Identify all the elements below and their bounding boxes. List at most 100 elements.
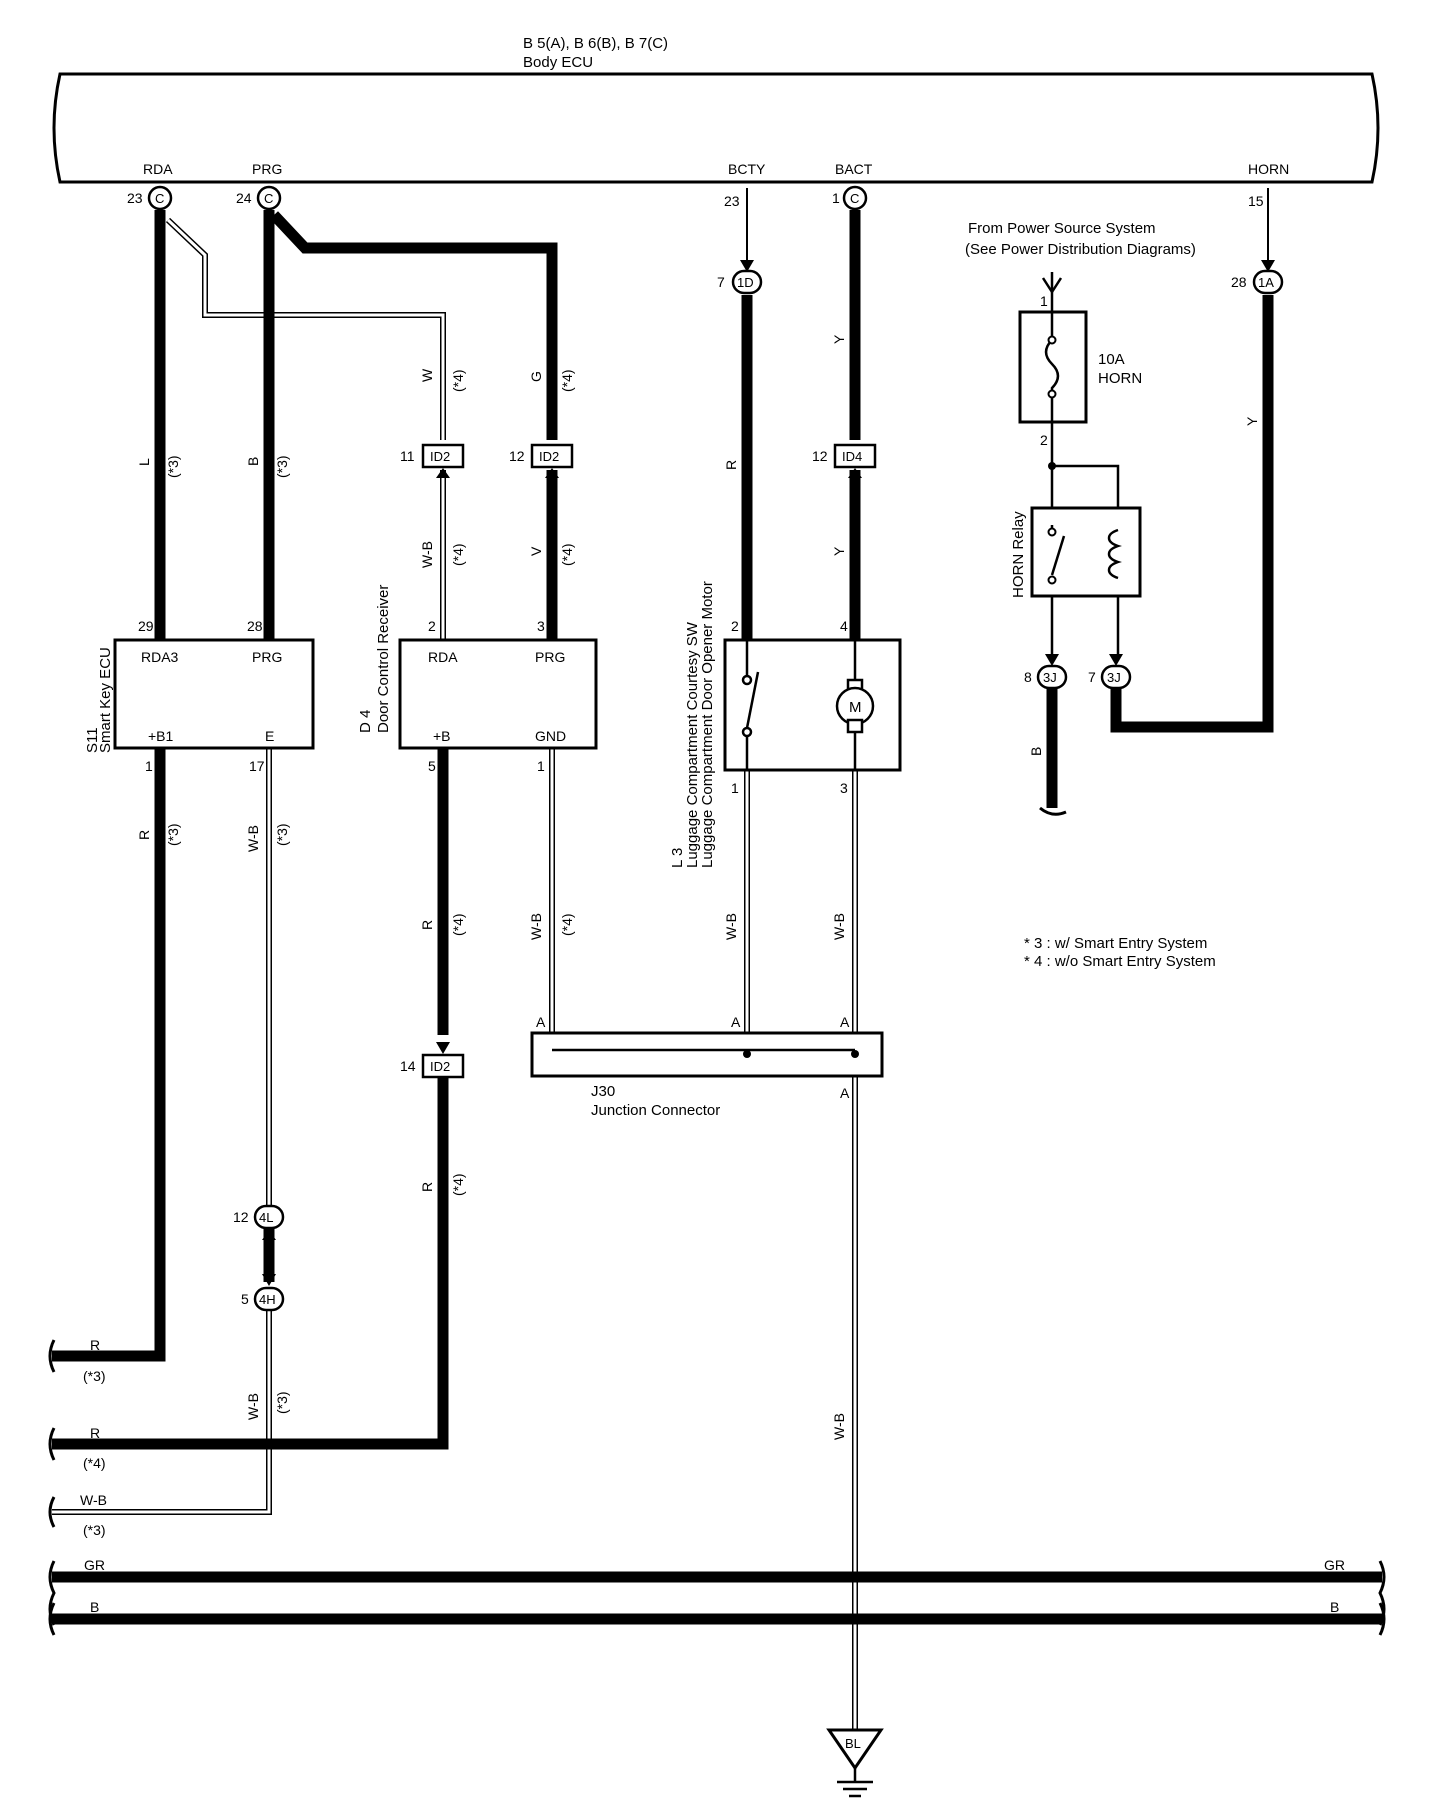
wire-label-l: L: [136, 458, 152, 466]
wire-label-y: Y: [831, 546, 847, 556]
break-mark: [48, 1427, 56, 1461]
wire-note: (*3): [274, 455, 290, 478]
luggage-compartment: L 3 Luggage Compartment Courtesy SW Lugg…: [669, 581, 902, 868]
wire-note: (*4): [83, 1455, 106, 1471]
j30-pin-a: A: [536, 1014, 546, 1030]
ground-bl: BL: [826, 1728, 884, 1798]
inline-connectors: 1D 7 1A 28 ID2 11 ID2 12 ID4 12 ID2 14 4…: [233, 260, 1284, 1312]
wire-note: (*3): [83, 1368, 106, 1384]
d4-name: Door Control Receiver: [375, 585, 392, 733]
connector-4h-label: 4H: [259, 1292, 276, 1307]
terminal-bcty: BCTY: [728, 161, 766, 177]
wires: [52, 188, 1382, 1752]
connector-3j-8-pin: 8: [1024, 669, 1032, 685]
door-receiver-box: [398, 638, 598, 750]
courtesy-switch-symbol: [741, 640, 760, 770]
body-ecu-title: Body ECU: [523, 54, 593, 71]
horn-relay-label: HORN Relay: [1010, 511, 1027, 598]
wire-label-y: Y: [1244, 416, 1260, 426]
wire-label-b: B: [90, 1599, 99, 1615]
wire-label-r: R: [723, 460, 739, 470]
wire-label-r: R: [419, 1182, 435, 1192]
l3-name-1: Luggage Compartment Courtesy SW: [684, 621, 701, 868]
wire-note: (*3): [165, 823, 181, 846]
wire-label-wb: W-B: [419, 541, 435, 568]
connector-1d-label: 1D: [737, 275, 754, 290]
wire-label-v: V: [528, 546, 544, 556]
s11-term-b1: +B1: [148, 728, 174, 744]
l3-pin-sw-top: 2: [731, 618, 739, 634]
s11-pin-b1: 1: [145, 758, 153, 774]
wire-label-gr: GR: [1324, 1557, 1345, 1573]
connector-id2-r-label: ID2: [430, 1059, 450, 1074]
d4-term-b: +B: [433, 728, 451, 744]
arrow: [848, 468, 862, 478]
ecu-conn-prg-label: C: [264, 191, 273, 206]
wire-rda-w-inner: [166, 218, 445, 440]
break-mark: [48, 1602, 56, 1636]
relay-switch-arm: [1050, 535, 1066, 576]
horn-relay-box: [1030, 506, 1142, 598]
wire-4h-wb-inner: [52, 1310, 271, 1514]
d4-id: D 4: [357, 710, 374, 733]
wire-label-w: W: [419, 368, 435, 382]
break-mark: [1039, 806, 1067, 816]
wire-note: (*3): [83, 1522, 106, 1538]
arrow: [436, 468, 450, 478]
pin-prg: 24: [236, 190, 252, 206]
connector-id2-r: [421, 1053, 465, 1079]
wire-d4-gnd-wb-inner: [550, 748, 747, 1052]
motor-label: M: [849, 699, 862, 716]
terminal-horn: HORN: [1248, 161, 1289, 177]
relay-contact: [1047, 575, 1057, 585]
connector-id2-g-pin: 12: [509, 448, 525, 464]
connector-id2-g-label: ID2: [539, 449, 559, 464]
l3-pin-sw-bot: 1: [731, 780, 739, 796]
break-mark: [48, 1496, 56, 1528]
body-ecu: B 5(A), B 6(B), B 7(C) Body ECU RDA PRG …: [52, 35, 1380, 211]
l3-pin-m-bot: 3: [840, 780, 848, 796]
wire-label-r: R: [136, 830, 152, 840]
fuse-pin-out: 2: [1040, 432, 1048, 448]
ground-label: BL: [845, 1736, 861, 1751]
wire-note: (*4): [450, 1173, 466, 1196]
fuse-node: [1047, 389, 1057, 399]
connector-id2-w-label: ID2: [430, 449, 450, 464]
connector-4h: [253, 1286, 285, 1312]
connector-4h-pin: 5: [241, 1291, 249, 1307]
junction-node: [743, 1050, 751, 1058]
d4-pin-b: 5: [428, 758, 436, 774]
connector-4l-pin: 12: [233, 1209, 249, 1225]
wire-label-wb: W-B: [723, 913, 739, 940]
junction-node: [851, 1050, 859, 1058]
connector-4l-label: 4L: [259, 1210, 273, 1225]
wire-label-wb: W-B: [245, 1393, 261, 1420]
wire-label-r: R: [419, 920, 435, 930]
arrow: [1109, 654, 1123, 666]
legend: * 3 : w/ Smart Entry System * 4 : w/o Sm…: [1024, 935, 1216, 970]
connector-3j-7-label: 3J: [1107, 670, 1121, 685]
wire-label-wb: W-B: [831, 1413, 847, 1440]
fuse-pin-in: 1: [1040, 293, 1048, 309]
wire-label-wb: W-B: [80, 1492, 107, 1508]
connector-id4: [833, 443, 877, 469]
fuse-name: HORN: [1098, 370, 1142, 387]
connector-id2-r-pin: 14: [400, 1058, 416, 1074]
j30-pin-a: A: [840, 1014, 850, 1030]
break-marks: [48, 806, 1386, 1636]
power-source-line1: From Power Source System: [968, 220, 1156, 237]
ground-triangle: [826, 1728, 884, 1771]
d4-term-gnd: GND: [535, 728, 566, 744]
wire-labels: L (*3) B (*3) W (*4) G (*4) W-B (*4) V (…: [80, 334, 1345, 1615]
ecu-conn-prg: [256, 185, 282, 211]
connector-id2-w: [421, 443, 465, 469]
wire-label-wb: W-B: [528, 913, 544, 940]
wire-label-b: B: [1330, 1599, 1339, 1615]
s11-name: Smart Key ECU: [97, 647, 114, 753]
connector-1d-pin: 7: [717, 274, 725, 290]
arrow: [740, 260, 754, 272]
wire-note: (*4): [450, 543, 466, 566]
j30-pin-a: A: [840, 1085, 850, 1101]
s11-id: S11: [84, 727, 101, 753]
j30-pin-a: A: [731, 1014, 741, 1030]
